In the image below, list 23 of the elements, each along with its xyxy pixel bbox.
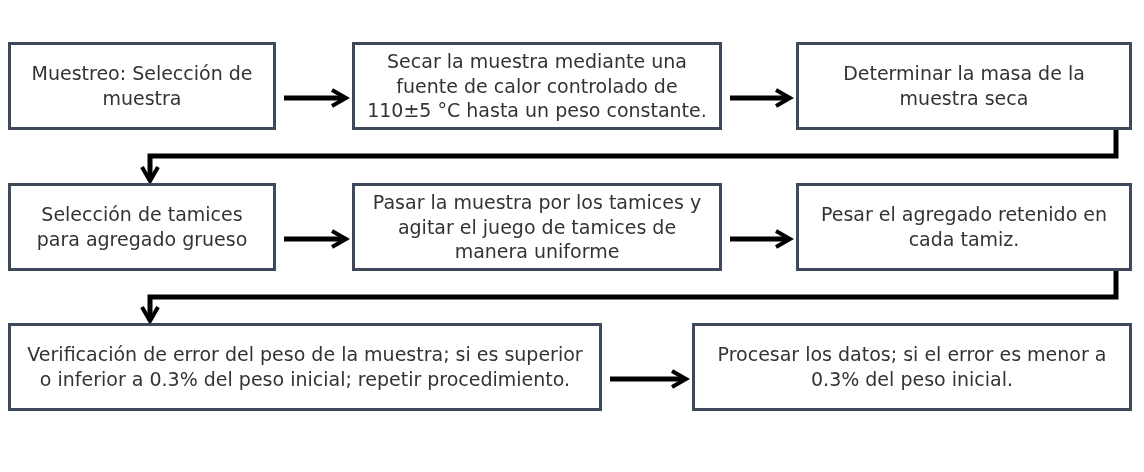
process-box bbox=[796, 42, 1132, 130]
step-text: Procesar los datos; si el error es menor a 0.3% del peso inicial. bbox=[716, 342, 1108, 392]
process-box bbox=[8, 183, 276, 271]
process-box bbox=[352, 183, 722, 271]
step-text: Pesar el agregado retenido en cada tamiz. bbox=[819, 202, 1109, 252]
step-text: Selección de tamices para agregado grueso bbox=[35, 202, 249, 252]
arrow bbox=[284, 229, 348, 249]
process-box bbox=[352, 42, 722, 130]
process-box bbox=[796, 183, 1132, 271]
process-box bbox=[8, 323, 602, 411]
arrow bbox=[284, 88, 348, 108]
arrow bbox=[730, 88, 792, 108]
step-text: Secar la muestra mediante una fuente de calor controlado de 110±5 °C hasta un peso constante. bbox=[366, 48, 708, 124]
step-text: Determinar la masa de la muestra seca bbox=[842, 61, 1086, 111]
arrow bbox=[140, 130, 1119, 183]
arrow bbox=[610, 369, 688, 389]
step-text: Muestreo: Selección de muestra bbox=[30, 61, 254, 111]
step-text: Pasar la muestra por los tamices y agitar el juego de tamices de manera uniforme bbox=[371, 189, 703, 265]
arrow bbox=[730, 229, 792, 249]
process-box bbox=[692, 323, 1132, 411]
step-text: Verificación de error del peso de la muestra; si es superior o inferior a 0.3% del peso inicial; repetir procedimiento. bbox=[26, 342, 584, 392]
arrow bbox=[140, 271, 1119, 323]
process-box bbox=[8, 42, 276, 130]
